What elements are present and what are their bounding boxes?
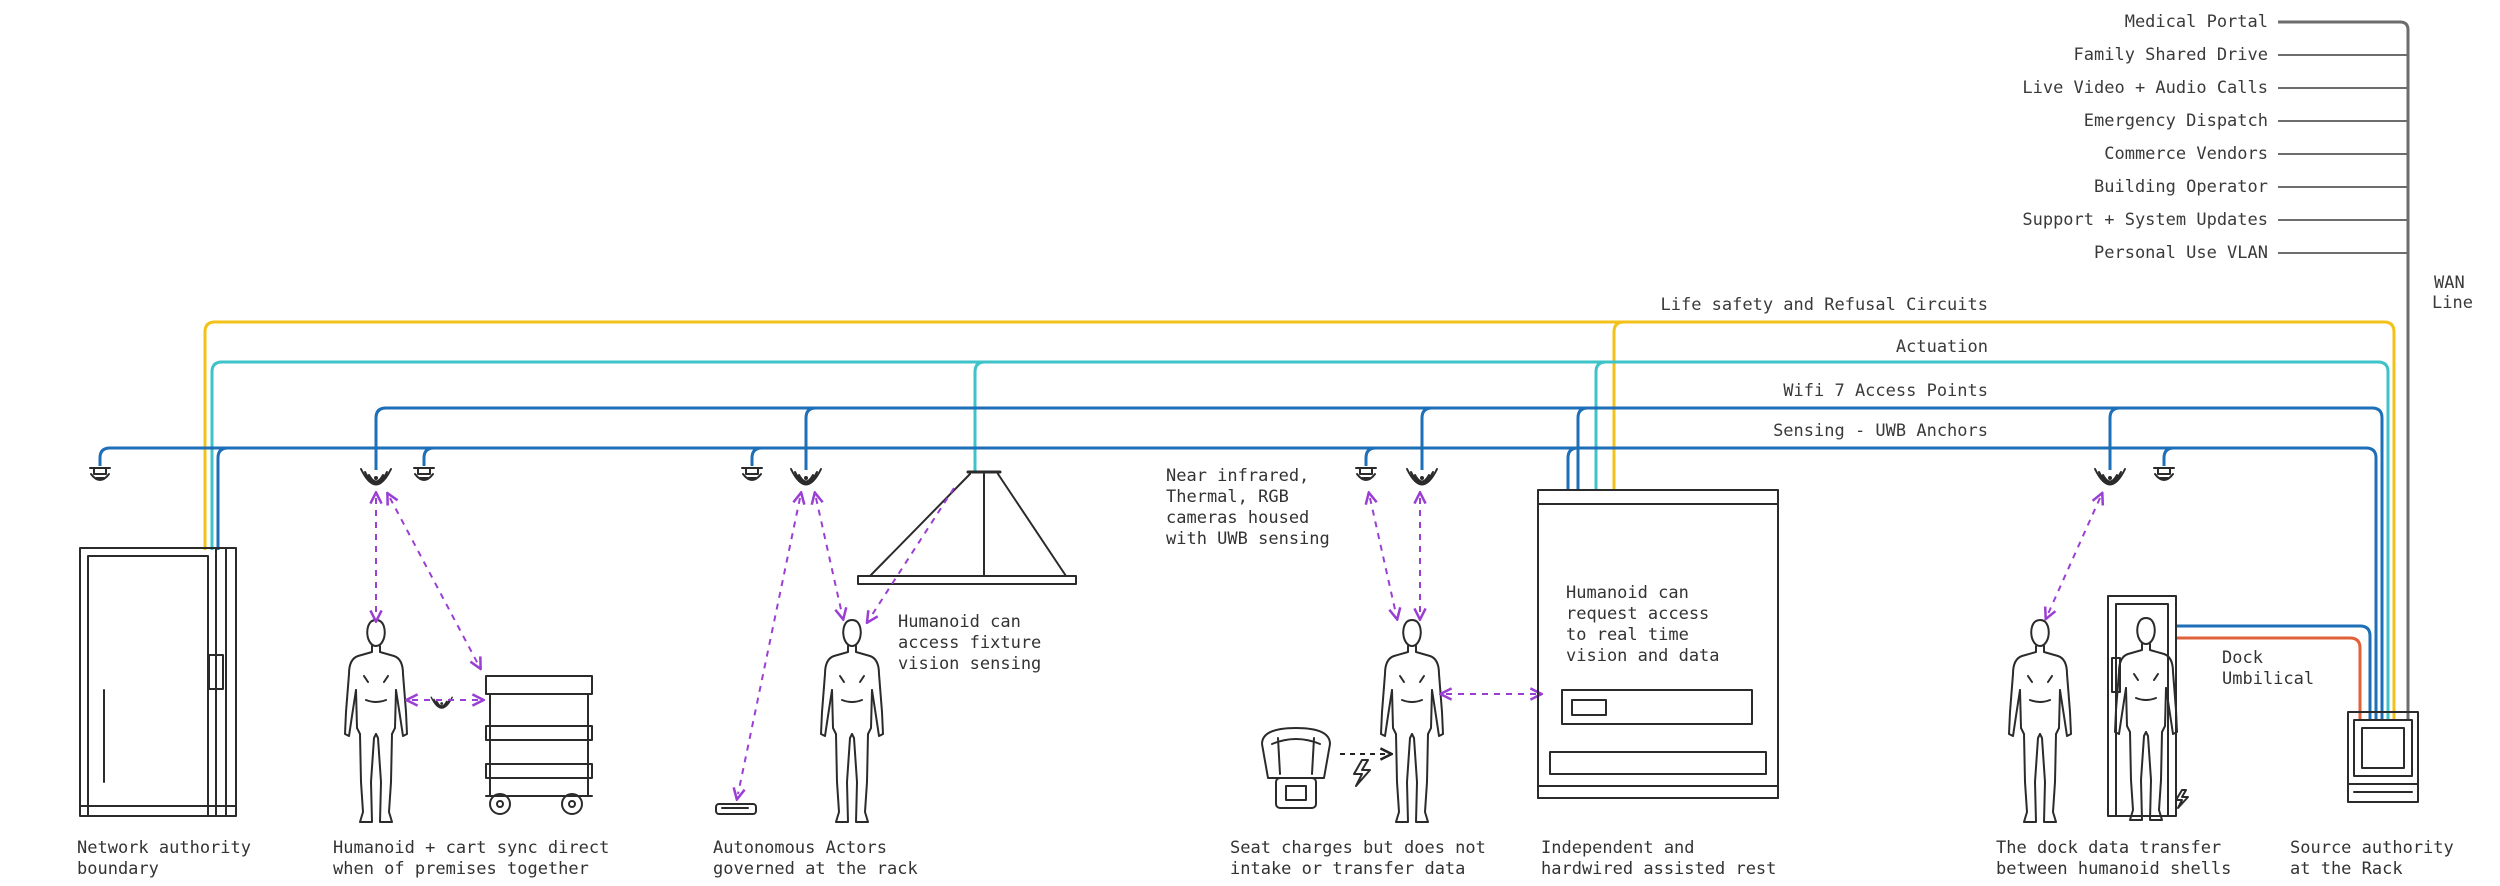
sensing-drop — [1364, 446, 1377, 466]
sensing-circuit — [98, 446, 2378, 720]
wifi-drop — [1420, 406, 1433, 470]
wan-service-label: Live Video + Audio Calls — [2022, 78, 2268, 98]
network-door — [79, 547, 237, 817]
rest-note: request access — [1566, 604, 1709, 624]
wifi-access-point-icon — [1406, 468, 1438, 486]
service-cart — [485, 675, 593, 815]
wan-service-label: Commerce Vendors — [2104, 144, 2268, 164]
fixture-note: vision sensing — [898, 654, 1041, 674]
wifi-access-point-icon — [2094, 468, 2126, 486]
wan-service-label: Medical Portal — [2125, 12, 2268, 32]
sensing-drop — [422, 446, 435, 466]
wan-line-label: Line — [2432, 293, 2473, 313]
wan-service-label: Family Shared Drive — [2074, 45, 2268, 65]
ceiling-light-fixture — [857, 470, 1077, 585]
wan-line — [2278, 20, 2410, 720]
uwb-anchor-icon — [1355, 467, 1377, 481]
wifi-drop — [804, 406, 817, 470]
dock-data-line — [2176, 624, 2372, 720]
wifi-access-point-icon — [360, 468, 392, 486]
seat-scene: Near infrared, Thermal, RGB cameras hous… — [1166, 466, 1536, 823]
wan-service-label: Building Operator — [2094, 177, 2268, 197]
rest-note: vision and data — [1566, 646, 1720, 666]
sensing-label: Sensing - UWB Anchors — [1773, 421, 1988, 441]
humanoid-figure-icon — [1380, 619, 1444, 823]
caption-source: at the Rack — [2290, 859, 2403, 879]
sensing-drop — [2162, 446, 2175, 466]
rest-note: Humanoid can — [1566, 583, 1689, 603]
circuit-lines: Life safety and Refusal Circuits Actuati… — [98, 295, 2396, 720]
wan-service-label: Personal Use VLAN — [2094, 243, 2268, 263]
caption-cart: when of premises together — [333, 859, 589, 879]
caption-rest: Independent and — [1541, 838, 1695, 858]
humanoid-figure-icon — [344, 619, 408, 823]
caption-network: Network authority — [77, 838, 251, 858]
wifi-access-point-icon — [430, 696, 453, 709]
wifi-drop — [2108, 406, 2121, 470]
uwb-anchor-icon — [413, 467, 435, 481]
wifi-drop — [1576, 406, 1589, 490]
assisted-rest-unit: Humanoid can request access to real time… — [1537, 489, 1779, 799]
uwb-anchor-icon — [741, 467, 763, 481]
caption-actors: Autonomous Actors — [713, 838, 887, 858]
camera-note: Near infrared, — [1166, 466, 1309, 486]
wan-service-label: Emergency Dispatch — [2084, 111, 2268, 131]
camera-note: Thermal, RGB — [1166, 487, 1289, 507]
caption-network: boundary — [77, 859, 159, 879]
dock-scene: Dock Umbilical — [2008, 498, 2314, 823]
charging-seat — [1261, 727, 1331, 809]
wan-service-connectors — [2278, 54, 2408, 254]
sensing-drop — [1566, 446, 1579, 490]
captions: Network authority boundary Humanoid + ca… — [77, 838, 2454, 879]
dock-note: Dock — [2222, 648, 2263, 668]
camera-note: with UWB sensing — [1166, 529, 1330, 549]
robot-vacuum — [715, 803, 757, 815]
wan-line-label: WAN — [2434, 273, 2465, 293]
caption-rest: hardwired assisted rest — [1541, 859, 1776, 879]
humanoid-figure-icon — [820, 619, 884, 823]
actuation-label: Actuation — [1896, 337, 1988, 357]
camera-note: cameras housed — [1166, 508, 1309, 528]
wifi-circuit — [374, 406, 2384, 720]
fixture-note: access fixture — [898, 633, 1041, 653]
lightning-bolt-icon — [2175, 789, 2189, 809]
wan-service-label: Support + System Updates — [2022, 210, 2268, 230]
life-safety-drop — [1612, 320, 1625, 490]
caption-seat: Seat charges but does not — [1230, 838, 1486, 858]
actuation-drop-rest — [1594, 360, 1607, 490]
caption-dock: between humanoid shells — [1996, 859, 2231, 879]
fixture-note: Humanoid can — [898, 612, 1021, 632]
uwb-anchor-icon — [89, 467, 111, 481]
network-rack — [2347, 711, 2419, 803]
cart-scene — [344, 498, 593, 823]
actuation-circuit — [210, 360, 2390, 720]
caption-source: Source authority — [2290, 838, 2454, 858]
ceiling-devices — [89, 467, 2175, 486]
life-safety-label: Life safety and Refusal Circuits — [1660, 295, 1988, 315]
actors-scene: Humanoid can access fixture vision sensi… — [715, 470, 1077, 823]
caption-actors: governed at the rack — [713, 859, 918, 879]
humanoid-figure-icon — [2008, 619, 2072, 823]
life-safety-circuit — [203, 320, 2396, 720]
caption-dock: The dock data transfer — [1996, 838, 2221, 858]
wifi-label: Wifi 7 Access Points — [1783, 381, 1988, 401]
sensing-drop — [750, 446, 763, 466]
caption-cart: Humanoid + cart sync direct — [333, 838, 609, 858]
wifi-access-point-icon — [790, 468, 822, 486]
wan-services: Medical Portal Family Shared Drive Live … — [2022, 12, 2473, 720]
lightning-bolt-icon — [1353, 759, 1371, 787]
dock-umbilical-line — [2176, 636, 2362, 720]
uwb-anchor-icon — [2153, 467, 2175, 481]
rest-note: to real time — [1566, 625, 1689, 645]
caption-seat: intake or transfer data — [1230, 859, 1465, 879]
dock-note: Umbilical — [2222, 669, 2314, 689]
sensing-drop-door — [216, 446, 229, 550]
actuation-drop-fixture — [973, 360, 986, 472]
